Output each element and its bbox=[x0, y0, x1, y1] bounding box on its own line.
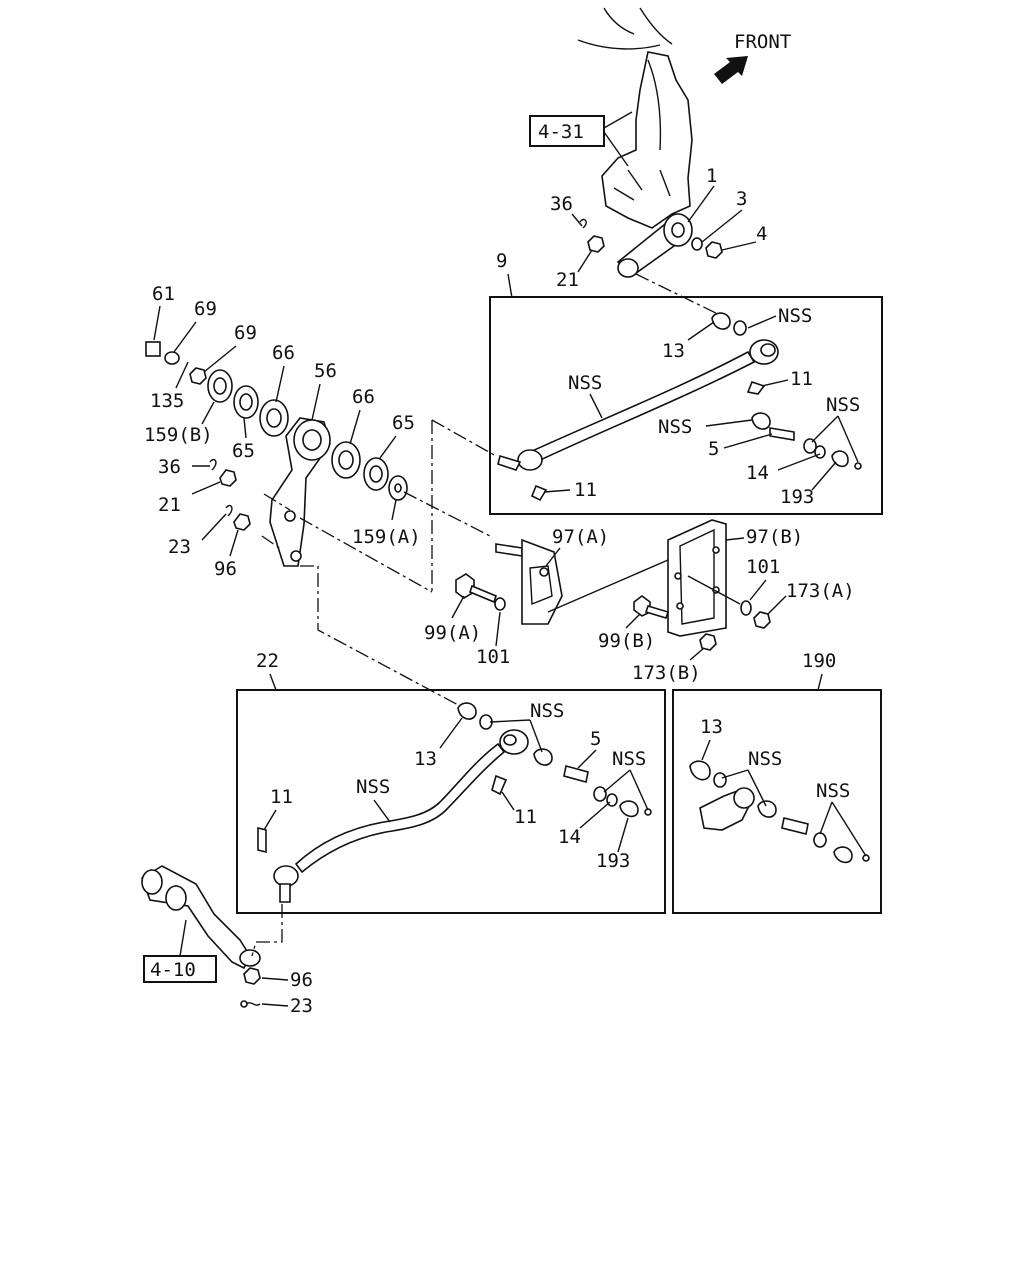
label-14-lower: 14 bbox=[558, 826, 581, 848]
bracket-97b bbox=[633, 519, 771, 651]
label-61: 61 bbox=[152, 283, 175, 305]
label-97b: 97(B) bbox=[746, 526, 803, 548]
label-14-upper: 14 bbox=[746, 462, 769, 484]
label-nss-u2: NSS bbox=[568, 372, 602, 394]
label-nss-k2: NSS bbox=[816, 780, 850, 802]
label-173a: 173(A) bbox=[786, 580, 855, 602]
label-nss-l3: NSS bbox=[356, 776, 390, 798]
label-66-a: 66 bbox=[272, 342, 295, 364]
label-66-b: 66 bbox=[352, 386, 375, 408]
group-190-label: 190 bbox=[802, 650, 836, 672]
label-65-b: 65 bbox=[232, 440, 255, 462]
label-101-a: 101 bbox=[476, 646, 510, 668]
label-21-top: 21 bbox=[556, 269, 579, 291]
label-nss-l1: NSS bbox=[530, 700, 564, 722]
label-96-bottom: 96 bbox=[290, 969, 313, 991]
label-101-b: 101 bbox=[746, 556, 780, 578]
label-96-left: 96 bbox=[214, 558, 237, 580]
label-65-a: 65 bbox=[392, 412, 415, 434]
label-193-upper: 193 bbox=[780, 486, 814, 508]
label-nss-u3: NSS bbox=[826, 394, 860, 416]
label-nss-k1: NSS bbox=[748, 748, 782, 770]
group-22-box bbox=[236, 689, 666, 914]
label-1: 1 bbox=[706, 165, 717, 187]
lower-arm-ref: 4-10 bbox=[150, 959, 196, 981]
label-97a: 97(A) bbox=[552, 526, 609, 548]
label-11-lower-a: 11 bbox=[270, 786, 293, 808]
label-13-upper: 13 bbox=[662, 340, 685, 362]
label-23-left: 23 bbox=[168, 536, 191, 558]
label-159a: 159(A) bbox=[352, 526, 421, 548]
label-nss-u4: NSS bbox=[658, 416, 692, 438]
label-193-lower: 193 bbox=[596, 850, 630, 872]
pitman-arm bbox=[579, 213, 723, 278]
label-69-a: 69 bbox=[194, 298, 217, 320]
label-nss-u1: NSS bbox=[778, 305, 812, 327]
gearbox-ref: 4-31 bbox=[538, 121, 584, 143]
label-56: 56 bbox=[314, 360, 337, 382]
label-23-bottom: 23 bbox=[290, 995, 313, 1017]
label-13-lower: 13 bbox=[414, 748, 437, 770]
group-9-label: 9 bbox=[496, 250, 507, 272]
front-label: FRONT bbox=[734, 31, 791, 53]
label-99a: 99(A) bbox=[424, 622, 481, 644]
label-173b: 173(B) bbox=[632, 662, 701, 684]
group-22-label: 22 bbox=[256, 650, 279, 672]
idler-arm-assembly bbox=[145, 341, 408, 567]
bracket-97a bbox=[455, 538, 563, 625]
label-36-top: 36 bbox=[550, 193, 573, 215]
label-11-upper-b: 11 bbox=[574, 479, 597, 501]
label-11-upper-a: 11 bbox=[790, 368, 813, 390]
group-190-box bbox=[672, 689, 882, 914]
label-5-upper: 5 bbox=[708, 438, 719, 460]
label-13-kit: 13 bbox=[700, 716, 723, 738]
label-159b: 159(B) bbox=[144, 424, 213, 446]
label-135: 135 bbox=[150, 390, 184, 412]
group-9-box bbox=[489, 296, 883, 515]
label-4: 4 bbox=[756, 223, 767, 245]
label-11-lower-b: 11 bbox=[514, 806, 537, 828]
label-36-left: 36 bbox=[158, 456, 181, 478]
label-5-lower: 5 bbox=[590, 728, 601, 750]
label-nss-l2: NSS bbox=[612, 748, 646, 770]
front-arrow-icon bbox=[714, 56, 748, 84]
label-21-left: 21 bbox=[158, 494, 181, 516]
gearbox-ref-box bbox=[529, 115, 605, 147]
lower-drag-rod bbox=[257, 702, 652, 903]
label-69-b: 69 bbox=[234, 322, 257, 344]
upper-drag-rod bbox=[497, 312, 862, 502]
rod-end-kit bbox=[689, 760, 870, 864]
label-99b: 99(B) bbox=[598, 630, 655, 652]
lower-arm bbox=[141, 865, 261, 1008]
gearbox-outline bbox=[577, 7, 693, 229]
label-3: 3 bbox=[736, 188, 747, 210]
